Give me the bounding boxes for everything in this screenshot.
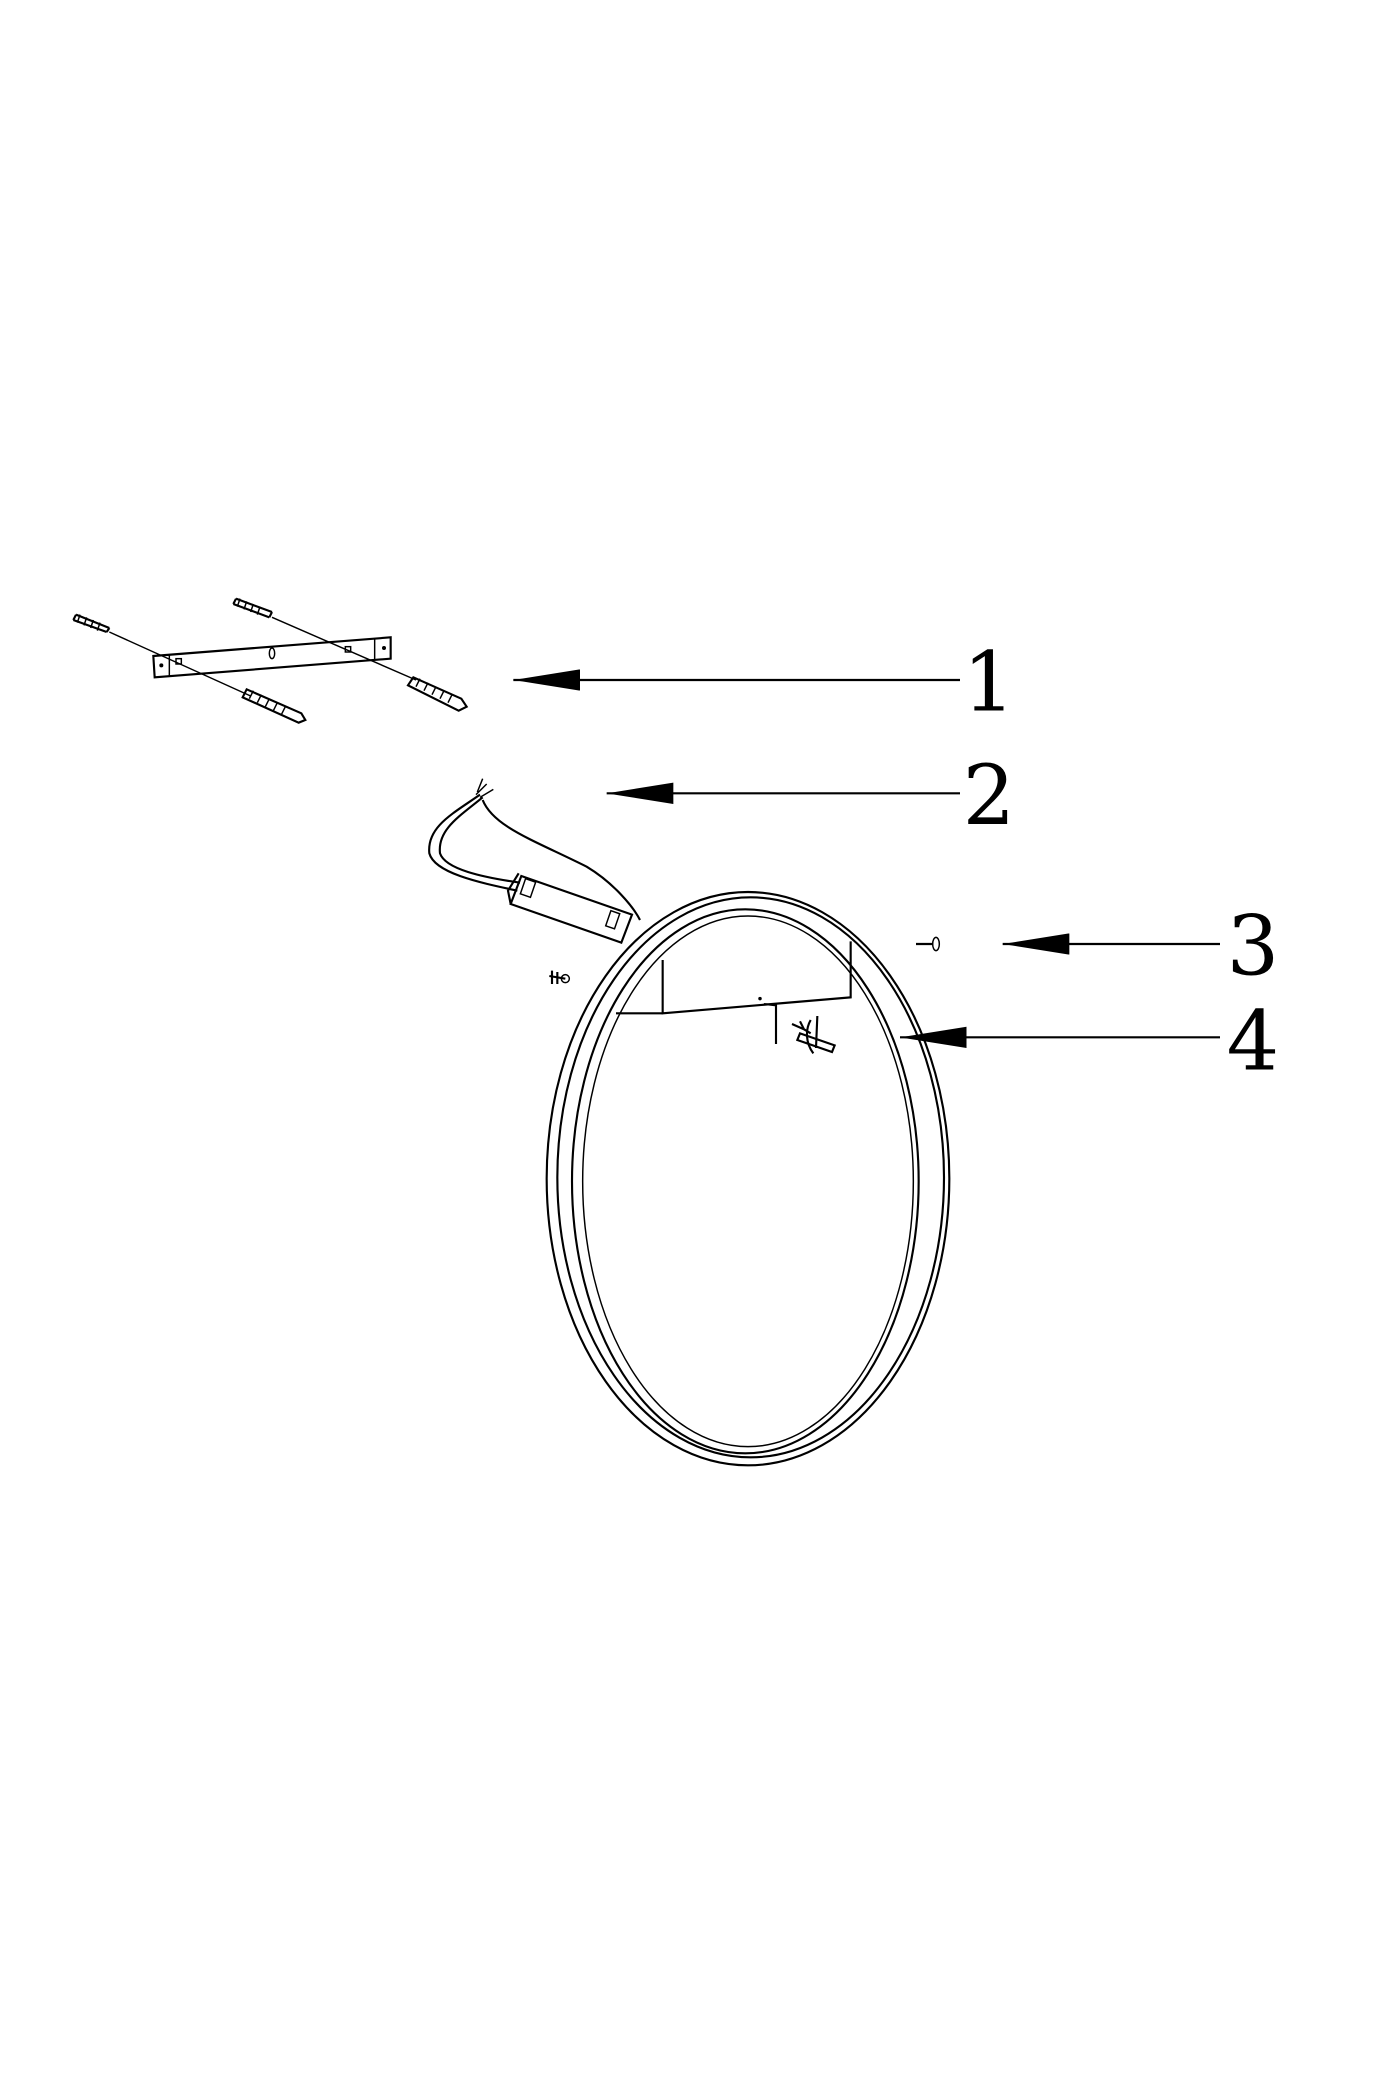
power-cable [428,778,641,921]
wall-plug-icon [72,613,251,697]
wall-plug-icon [232,597,417,681]
led-driver-box [506,872,634,945]
callout-label-3: 3 [1227,899,1280,995]
screw-icon [916,936,941,952]
screw-icon [406,675,469,712]
ring-lamp [545,890,951,1467]
mounting-block [616,941,852,1015]
rotation-arrow-icon [758,996,837,1054]
mounting-bracket [152,636,392,679]
screw-icon [549,970,571,984]
callout-label-1: 1 [963,635,1016,731]
callout-label-2: 2 [963,748,1016,844]
callout-label-4: 4 [1227,993,1280,1089]
screw-icon [241,687,307,724]
